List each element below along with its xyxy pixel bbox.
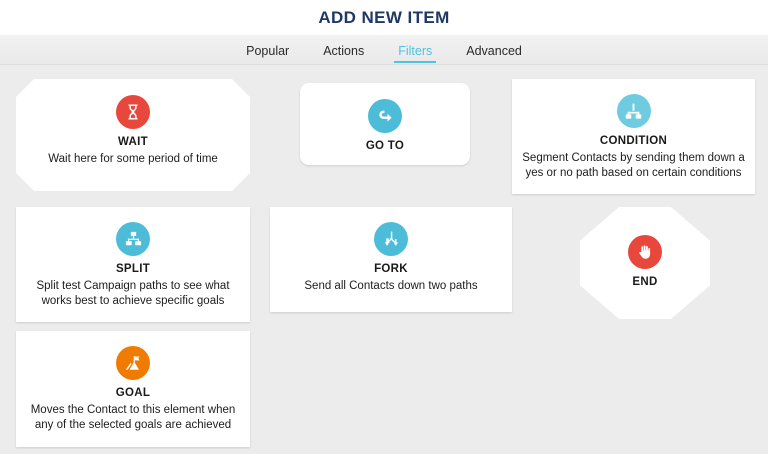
item-card-split[interactable]: SPLIT Split test Campaign paths to see w… xyxy=(16,207,250,322)
item-grid: WAIT Wait here for some period of time G… xyxy=(0,65,768,454)
item-card-title: FORK xyxy=(374,263,408,275)
item-card-description: Send all Contacts down two paths xyxy=(304,279,478,292)
item-card-wait[interactable]: WAIT Wait here for some period of time xyxy=(16,79,250,191)
item-card-title: WAIT xyxy=(118,136,148,148)
item-card-title: GOAL xyxy=(115,387,151,399)
tab-bar: Popular Actions Filters Advanced xyxy=(0,35,768,65)
item-card-title: CONDITION xyxy=(599,135,668,147)
stop-hand-icon xyxy=(628,234,662,269)
item-card-description: Segment Contacts by sending them down a … xyxy=(522,151,745,179)
tab-filters[interactable]: Filters xyxy=(394,44,437,63)
item-card-title: GO TO xyxy=(365,140,405,152)
branch-node-icon xyxy=(616,94,651,128)
item-card-goal[interactable]: GOAL Moves the Contact to this element w… xyxy=(16,331,250,447)
curved-arrow-icon xyxy=(368,99,402,133)
item-card-title: END xyxy=(632,275,658,288)
tab-popular[interactable]: Popular xyxy=(246,43,290,58)
item-card-description: Moves the Contact to this element when a… xyxy=(30,403,236,431)
item-card-condition[interactable]: CONDITION Segment Contacts by sending th… xyxy=(512,79,755,194)
flag-mountain-icon xyxy=(116,346,150,380)
tab-actions[interactable]: Actions xyxy=(323,43,365,58)
item-card-description: Wait here for some period of time xyxy=(48,152,218,165)
page-title: ADD NEW ITEM xyxy=(318,7,450,27)
tab-advanced[interactable]: Advanced xyxy=(466,43,522,58)
item-card-goto[interactable]: GO TO xyxy=(300,83,470,165)
hourglass-icon xyxy=(116,95,150,129)
item-card-description: Split test Campaign paths to see what wo… xyxy=(36,279,230,307)
item-card-title: SPLIT xyxy=(115,263,151,275)
fork-arrows-icon xyxy=(374,222,408,256)
item-card-end[interactable]: END xyxy=(580,207,710,319)
dialog-header: ADD NEW ITEM xyxy=(0,0,768,35)
sitemap-icon xyxy=(116,222,150,256)
item-card-fork[interactable]: FORK Send all Contacts down two paths xyxy=(270,207,512,312)
